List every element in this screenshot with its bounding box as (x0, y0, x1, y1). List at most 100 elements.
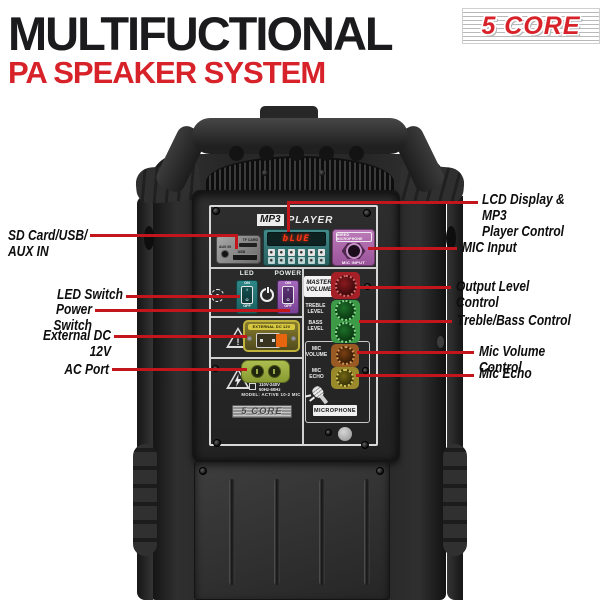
mic-echo-section (331, 367, 359, 389)
divider (211, 316, 302, 318)
divider (302, 267, 304, 445)
callout-ac-port: AC Port (64, 361, 109, 378)
voltage-rating: 110V-240V 50Hz-60Hz (259, 382, 281, 393)
power-section-title: POWER (274, 270, 302, 277)
aux-jack (221, 250, 229, 258)
mic-jack-hole (345, 243, 362, 259)
microphone-icon-burst (309, 396, 315, 402)
panel-screw (363, 209, 371, 217)
mp3-button (288, 257, 295, 264)
panel-screw (325, 429, 332, 436)
rocker-i: I (287, 287, 289, 292)
callout-line-ac (112, 368, 247, 371)
divider (211, 267, 377, 269)
treble-knob (335, 300, 356, 322)
mp3-button (308, 257, 315, 264)
mic-input-label: MIC INPUT (341, 260, 366, 265)
mic-volume-label: MIC VOLUME (305, 346, 328, 358)
callout-led-switch: LED Switch (56, 286, 123, 303)
bass-knob (335, 321, 356, 343)
panel-groove (229, 479, 235, 585)
bumper-bottom-left (133, 444, 157, 556)
mp3-button-row-1 (266, 249, 327, 256)
shoulder-screw (262, 170, 268, 176)
led-section-title: LED (239, 270, 255, 277)
mic-input-module: WIRED MICROPHONE MIC INPUT (332, 229, 375, 266)
rear-access-panel (194, 461, 390, 600)
wired-microphone-chip: WIRED MICROPHONE (335, 232, 372, 242)
panel-groove (274, 479, 280, 585)
power-rocker: I O (282, 286, 294, 304)
treble-bass-section (331, 300, 360, 343)
callout-power-switch: Power Switch (53, 301, 92, 334)
rocker-i: I (246, 287, 248, 292)
power-on-label: ON (285, 281, 291, 285)
dc-screw (291, 336, 296, 341)
side-port-right (446, 226, 456, 250)
panel-screw (213, 439, 221, 447)
ac-inlet-contact (256, 369, 258, 374)
mp3-button (308, 249, 315, 256)
callout-external-dc: External DC 12V (42, 327, 111, 360)
lcd-display-text: bLUE (282, 234, 311, 244)
side-port-left (144, 226, 154, 250)
mp3-button (268, 257, 275, 264)
callout-treble-bass: Treble/Bass Control (457, 312, 571, 329)
callout-line-sd (90, 234, 238, 237)
top-grille (206, 156, 394, 192)
brand-logo-text: 5 CORE (481, 11, 581, 40)
ac-inlet-contact (273, 369, 275, 374)
handle-grip-notch (229, 146, 244, 161)
callout-line-dc (114, 335, 247, 338)
handle-grip-notch (259, 146, 274, 161)
dc-connector-lever (276, 334, 287, 347)
callout-mic-echo: Mic Echo (479, 365, 532, 382)
usb-label: USB (237, 250, 245, 254)
aux-in-label: AUX IN (219, 245, 231, 249)
led-on-label: ON (244, 281, 250, 285)
master-volume-section (331, 272, 360, 299)
panel-screw (212, 207, 220, 215)
led-off-label: OFF (243, 304, 251, 308)
mp3-button-row-2 (266, 257, 327, 264)
divider (211, 357, 302, 359)
tf-card-slot (239, 243, 257, 247)
microphone-icon-burst (304, 394, 312, 398)
panel-border (209, 205, 378, 446)
master-volume-label: MASTER VOLUME (304, 276, 334, 297)
external-dc-port: EXTERNAL DC 12V (243, 320, 300, 352)
power-symbol-line (266, 287, 270, 293)
cert-square-icon (249, 383, 256, 390)
callout-sd-card-usb-aux: SD Card/USB/ AUX IN (8, 227, 88, 260)
rocker-o: O (245, 297, 249, 302)
handle-grip-notch (349, 146, 364, 161)
callout-line-lcd (287, 201, 478, 204)
rocker-o: O (286, 297, 290, 302)
lcd-display: bLUE (267, 232, 326, 246)
model-number: MODEL: ACTIVE 10-2 MIC (241, 392, 301, 397)
mp3-button (288, 249, 295, 256)
page-subtitle: PA SPEAKER SYSTEM (8, 55, 326, 90)
dc-pin (272, 339, 275, 342)
page-title: MULTIFUCTIONAL (8, 7, 394, 60)
mp3-title-rest: PLAYER (287, 214, 334, 226)
bass-level-label: BASS LEVEL (307, 320, 324, 332)
rear-panel-screw (199, 467, 207, 475)
callout-line-treble-bass (359, 320, 452, 323)
panel-brand-text: 5 CORE (241, 406, 283, 417)
tf-card-label: TF CARD (242, 238, 258, 242)
callout-line-output (357, 286, 451, 289)
mp3-button (318, 257, 325, 264)
mp3-player-title: MP3 PLAYER (257, 214, 333, 226)
callout-output-level: Output Level Control (456, 278, 530, 311)
bumper-bottom-right (443, 444, 467, 556)
panel-groove (319, 479, 325, 585)
shoulder-screw (319, 170, 325, 176)
mp3-button (278, 249, 285, 256)
mp3-button (268, 249, 275, 256)
ac-inlet-hole (267, 365, 281, 378)
dc-socket (256, 333, 280, 348)
panel-brand-logo: 5 CORE (232, 405, 292, 418)
power-symbol-icon (260, 287, 274, 302)
mp3-badge: MP3 (257, 214, 284, 226)
